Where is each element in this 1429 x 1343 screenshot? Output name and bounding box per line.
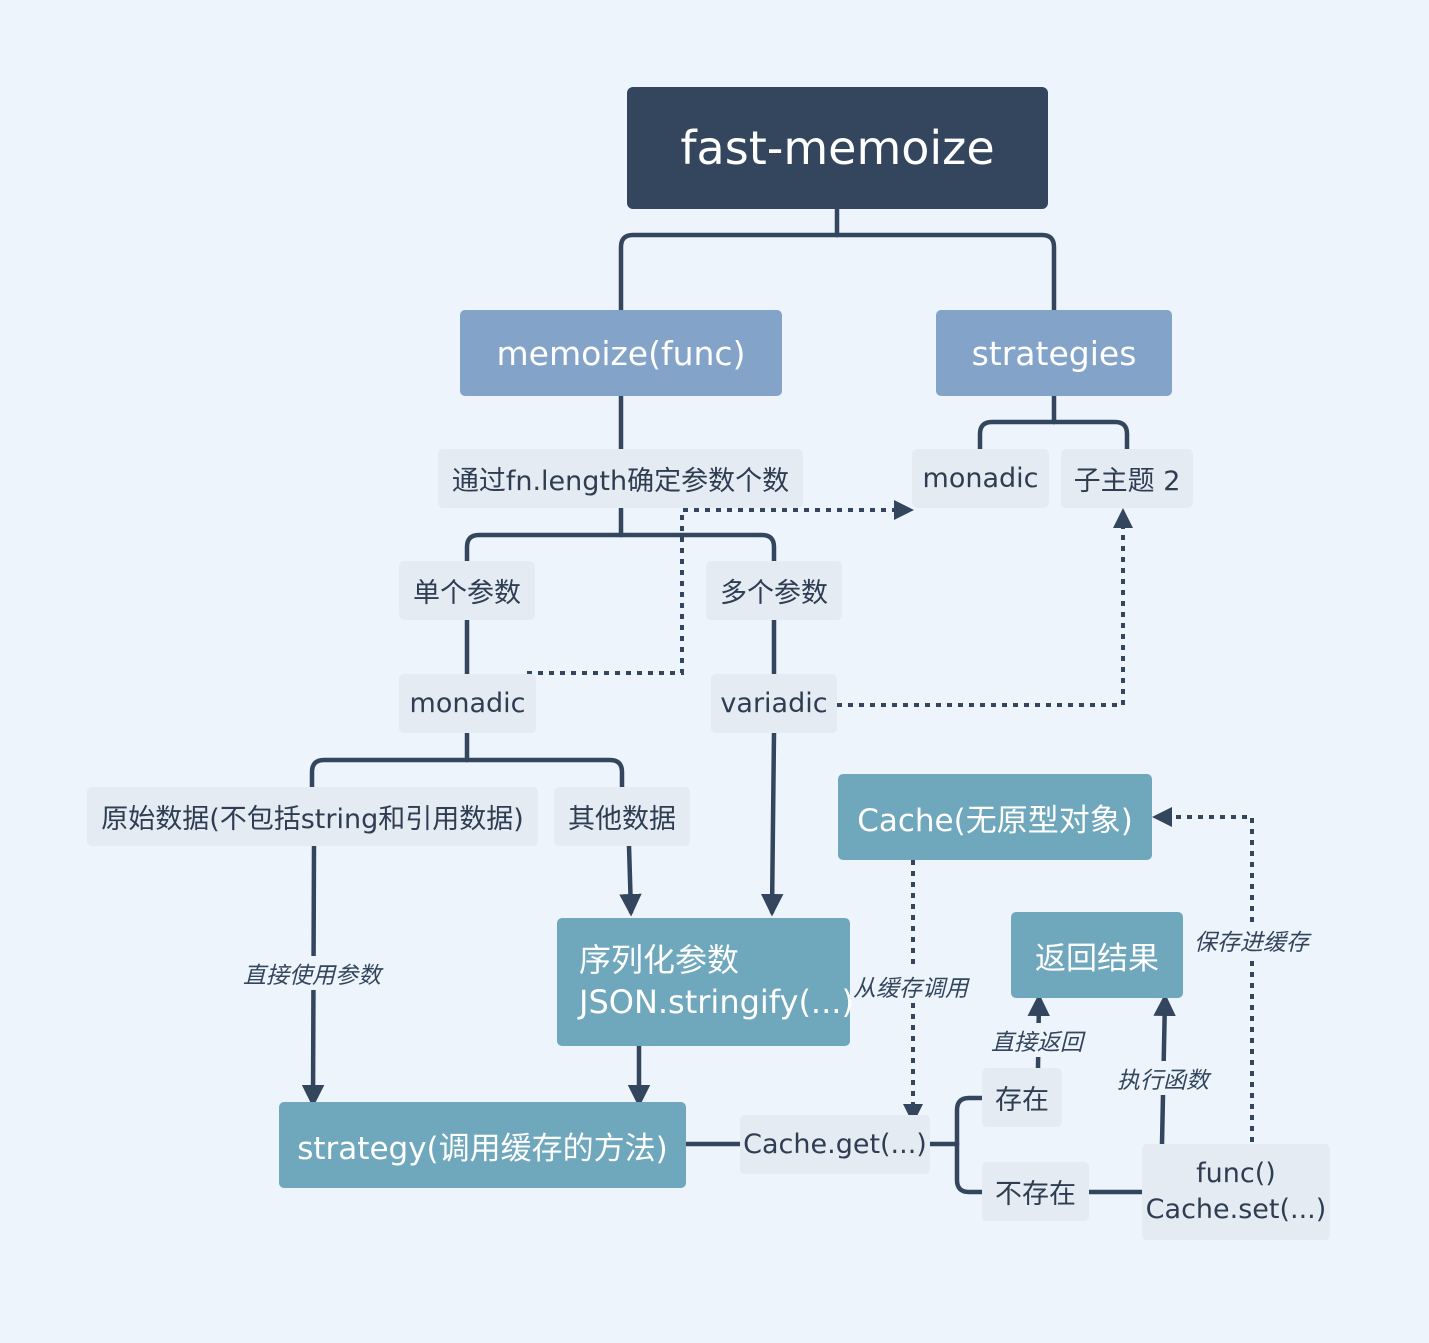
edge-monadic-other (464, 757, 625, 790)
edge-cacheget-notexists (954, 1141, 985, 1195)
not-exists-node[interactable]: 不存在 (982, 1162, 1089, 1221)
edge-other-serialize (619, 843, 642, 917)
primitive-data-node[interactable]: 原始数据(不包括string和引用数据) (87, 787, 538, 846)
edge-root-strategies (834, 232, 1057, 313)
func-line-2: Cache.set(...) (1145, 1194, 1327, 1225)
memoize-func-node[interactable]: memoize(func) (460, 310, 782, 396)
single-param-node[interactable]: 单个参数 (399, 561, 535, 620)
func-line-1: func() (1196, 1158, 1276, 1190)
edge-strategies-monadic (977, 419, 1057, 452)
exists-node[interactable]: 存在 (982, 1068, 1062, 1127)
edge-variadic-serialize (760, 730, 784, 917)
edge-dotted-variadic-subtopic2 (837, 508, 1133, 707)
multi-param-node[interactable]: 多个参数 (706, 561, 842, 620)
edge-cacheget-exists (954, 1095, 985, 1147)
variadic-node[interactable]: variadic (711, 674, 837, 733)
root-topic-node[interactable]: fast-memoize (627, 87, 1048, 209)
other-data-node[interactable]: 其他数据 (554, 787, 690, 846)
func-cache-set-node[interactable]: func() Cache.set(...) (1142, 1144, 1330, 1240)
cache-node[interactable]: Cache(无原型对象) (838, 774, 1152, 860)
label-from-cache: 从缓存调用 (851, 969, 970, 1003)
label-save-cache: 保存进缓存 (1192, 923, 1311, 957)
cache-get-node[interactable]: Cache.get(...) (740, 1115, 930, 1174)
serialize-params-node[interactable]: 序列化参数 JSON.stringify(...) (557, 918, 854, 1046)
return-result-node[interactable]: 返回结果 (1011, 912, 1183, 998)
strategies-node[interactable]: strategies (936, 310, 1172, 396)
serialize-line-1: 序列化参数 (579, 941, 740, 980)
subtopic-2-node[interactable]: 子主题 2 (1061, 449, 1193, 508)
strategies-monadic-node[interactable]: monadic (912, 449, 1049, 508)
label-direct-return: 直接返回 (989, 1023, 1085, 1057)
edge-strategies-subtopic2 (1051, 419, 1130, 452)
strategy-node[interactable]: strategy(调用缓存的方法) (279, 1102, 686, 1188)
label-execute-func: 执行函数 (1115, 1061, 1211, 1095)
edge-monadic-primitive (309, 757, 470, 790)
label-direct-use: 直接使用参数 (241, 956, 383, 990)
monadic-node[interactable]: monadic (399, 674, 536, 733)
fn-length-node[interactable]: 通过fn.length确定参数个数 (438, 449, 803, 508)
edge-root-memoize (618, 232, 840, 313)
edge-fnlength-single (464, 532, 624, 564)
serialize-line-2: JSON.stringify(...) (579, 983, 854, 1021)
edge-fnlength-multi (618, 532, 777, 564)
